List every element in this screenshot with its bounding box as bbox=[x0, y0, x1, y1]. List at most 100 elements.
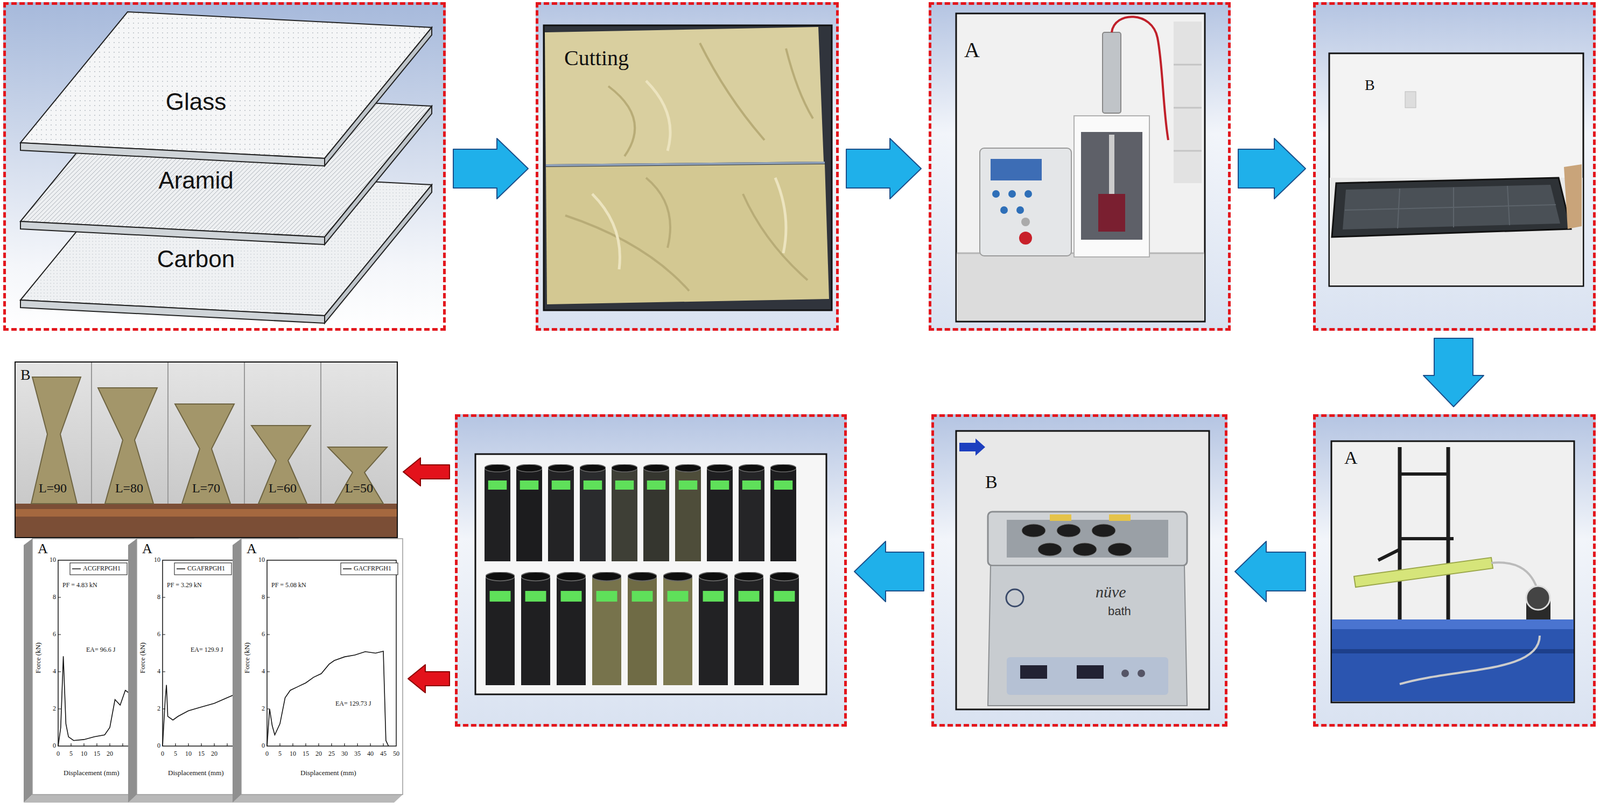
peak-force: PF = 5.08 kN bbox=[271, 581, 307, 589]
water-bath-photo bbox=[1091, 523, 1116, 537]
tube-specimens-photo bbox=[611, 464, 638, 561]
fabric-layer: Glass bbox=[20, 11, 432, 166]
crushed-tubes-photo bbox=[97, 387, 158, 504]
tick-label: 50 bbox=[388, 749, 405, 758]
tube-specimens-photo bbox=[485, 571, 515, 685]
sonicator-photo bbox=[956, 13, 1205, 322]
flow-arrow bbox=[854, 541, 924, 602]
length-label: L=80 bbox=[115, 480, 144, 496]
tube-specimens-photo bbox=[579, 464, 606, 561]
load-displacement-chart bbox=[267, 650, 389, 746]
tick-label: 2 bbox=[250, 704, 265, 713]
flow-arrow bbox=[408, 664, 450, 693]
load-displacement-chart bbox=[232, 538, 403, 803]
brand-label: nüve bbox=[1095, 582, 1127, 602]
sonicator-photo bbox=[1098, 193, 1126, 232]
tick-label: 15 bbox=[88, 749, 105, 758]
process-panel: B bbox=[1313, 2, 1596, 331]
length-label: L=70 bbox=[192, 480, 221, 496]
fabric-photo bbox=[543, 25, 832, 311]
length-label: L=50 bbox=[345, 480, 374, 496]
panel-ground bbox=[535, 2, 839, 331]
flow-arrow bbox=[403, 457, 450, 486]
tick-label: 8 bbox=[41, 593, 56, 601]
tick-label: 6 bbox=[41, 630, 56, 638]
energy-absorption: EA= 96.6 J bbox=[86, 646, 116, 654]
load-displacement-chart bbox=[241, 538, 403, 795]
fabric-sheet bbox=[324, 184, 432, 324]
tube-specimens-photo bbox=[484, 464, 511, 561]
panel-ground bbox=[931, 413, 1228, 727]
panel-letter: A bbox=[142, 540, 153, 557]
tick-label: 40 bbox=[362, 749, 379, 758]
vacuum-photo bbox=[1399, 635, 1540, 684]
crushed-tubes-photo bbox=[92, 362, 168, 504]
tick-label: 2 bbox=[41, 704, 56, 713]
vacuum-photo bbox=[1331, 619, 1574, 701]
panel-letter: A bbox=[246, 540, 257, 557]
tick-label: 15 bbox=[193, 749, 210, 758]
brand-label: bath bbox=[1107, 604, 1132, 618]
process-panel: A bbox=[928, 2, 1231, 331]
water-bath-photo bbox=[1020, 664, 1048, 679]
panel-ground bbox=[454, 413, 847, 727]
tick-label: 20 bbox=[101, 749, 118, 758]
panel-letter: B bbox=[1364, 76, 1375, 94]
sonicator-photo bbox=[956, 253, 1205, 321]
sonicator-photo bbox=[1024, 190, 1033, 198]
process-panel bbox=[454, 413, 847, 727]
vacuum-photo bbox=[1353, 557, 1493, 587]
process-panel: B bbox=[14, 361, 398, 538]
fabric-photo bbox=[544, 26, 824, 165]
water-bath-photo bbox=[1107, 542, 1132, 556]
tick-label: 2 bbox=[146, 704, 161, 713]
crushed-tubes-photo bbox=[14, 361, 398, 538]
fabric-photo bbox=[592, 80, 787, 270]
load-displacement-chart bbox=[267, 559, 397, 746]
tick-label: 20 bbox=[310, 749, 327, 758]
sonicator-photo bbox=[992, 190, 1000, 198]
length-label: L=90 bbox=[38, 480, 67, 496]
crushed-tubes-photo bbox=[321, 362, 397, 504]
mold-photo bbox=[1329, 53, 1584, 286]
tick-label: 10 bbox=[41, 556, 56, 564]
water-bath-photo bbox=[1049, 514, 1072, 521]
tube-specimens-photo bbox=[475, 453, 827, 694]
tick-label: 10 bbox=[180, 749, 197, 758]
water-bath-photo bbox=[1109, 514, 1131, 521]
step-label: Cutting bbox=[564, 45, 629, 71]
tube-specimens-photo bbox=[521, 571, 551, 685]
panel-ground bbox=[928, 2, 1231, 331]
crushed-tubes-photo bbox=[15, 508, 397, 517]
flow-arrow bbox=[846, 138, 922, 199]
sonicator-photo bbox=[1074, 115, 1150, 257]
sonicator-photo bbox=[1081, 131, 1143, 240]
tick-label: 10 bbox=[146, 556, 161, 564]
crushed-tubes-photo bbox=[15, 503, 397, 537]
water-bath-photo bbox=[987, 511, 1188, 566]
panel-letter: A bbox=[964, 37, 980, 63]
panel-letter: B bbox=[985, 471, 998, 493]
water-bath-photo bbox=[1056, 523, 1081, 537]
water-bath-photo bbox=[959, 438, 986, 456]
load-displacement-chart bbox=[128, 538, 137, 803]
sonicator-photo bbox=[1021, 217, 1030, 227]
sonicator-photo bbox=[1019, 231, 1033, 245]
tube-specimens-photo bbox=[738, 464, 765, 561]
water-bath-photo bbox=[987, 565, 1188, 706]
layer-label: Carbon bbox=[157, 245, 235, 273]
fabric-photo bbox=[545, 162, 825, 166]
tick-label: 10 bbox=[250, 556, 265, 564]
panel-letter: A bbox=[37, 540, 48, 557]
fabric-sheet bbox=[20, 299, 325, 324]
tick-label: 45 bbox=[375, 749, 392, 758]
tick-label: 10 bbox=[75, 749, 93, 758]
tube-specimens-photo bbox=[770, 464, 797, 561]
layer-label: Glass bbox=[165, 88, 227, 116]
vacuum-photo bbox=[1331, 440, 1575, 703]
tube-specimens-photo bbox=[548, 464, 574, 561]
tick-label: 15 bbox=[297, 749, 314, 758]
tube-specimens-photo bbox=[734, 571, 764, 685]
legend-label: CGAFRPGH1 bbox=[187, 564, 226, 573]
mold-photo bbox=[1344, 185, 1556, 229]
